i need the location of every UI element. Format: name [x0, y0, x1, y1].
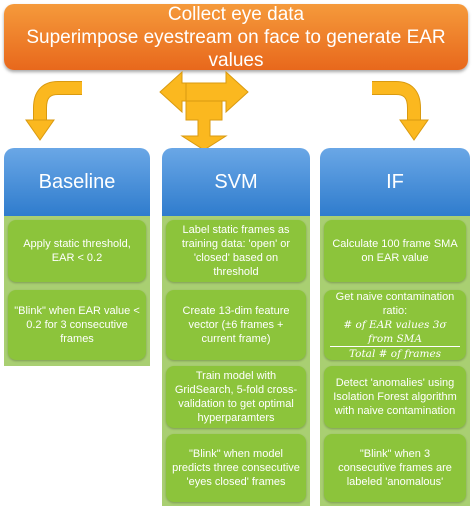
svm-step-1: Label static frames as training data: 'o…: [166, 220, 306, 282]
center-arrow-icon: [159, 70, 249, 148]
if-header: IF: [320, 148, 470, 216]
top-line-1: Collect eye data: [167, 3, 305, 25]
formula-denominator: Total # of frames: [348, 347, 442, 360]
svm-header-label: SVM: [214, 170, 258, 193]
svm-step-2: Create 13-dim feature vector (±6 frames …: [166, 290, 306, 360]
svm-step-4: "Blink" when model predicts three consec…: [166, 434, 306, 502]
right-curve-arrow-icon: [372, 81, 429, 141]
top-banner: Collect eye data Superimpose eyestream o…: [4, 3, 468, 71]
if-header-label: IF: [386, 170, 404, 193]
baseline-step-1: Apply static threshold, EAR < 0.2: [8, 220, 146, 282]
baseline-header: Baseline: [4, 148, 150, 216]
svm-step-3: Train model with GridSearch, 5-fold cros…: [166, 366, 306, 428]
if-step-1: Calculate 100 frame SMA on EAR value: [324, 220, 466, 282]
if-step-3: Detect 'anomalies' using Isolation Fores…: [324, 366, 466, 428]
if-step-2: Get naive contamination ratio: # of EAR …: [324, 290, 466, 360]
arrows-group: [25, 70, 429, 148]
top-line-2: Superimpose eyestream on face to generat…: [26, 26, 446, 71]
if-step-4: "Blink" when 3 consecutive frames are la…: [324, 434, 466, 502]
baseline-header-label: Baseline: [38, 170, 116, 193]
baseline-step-2: "Blink" when EAR value < 0.2 for 3 conse…: [8, 290, 146, 360]
left-curve-arrow-icon: [25, 81, 82, 141]
formula-numerator: # of EAR values 3σ from SMA: [330, 318, 460, 347]
contamination-formula: # of EAR values 3σ from SMA Total # of f…: [330, 318, 460, 361]
svm-header: SVM: [162, 148, 310, 216]
